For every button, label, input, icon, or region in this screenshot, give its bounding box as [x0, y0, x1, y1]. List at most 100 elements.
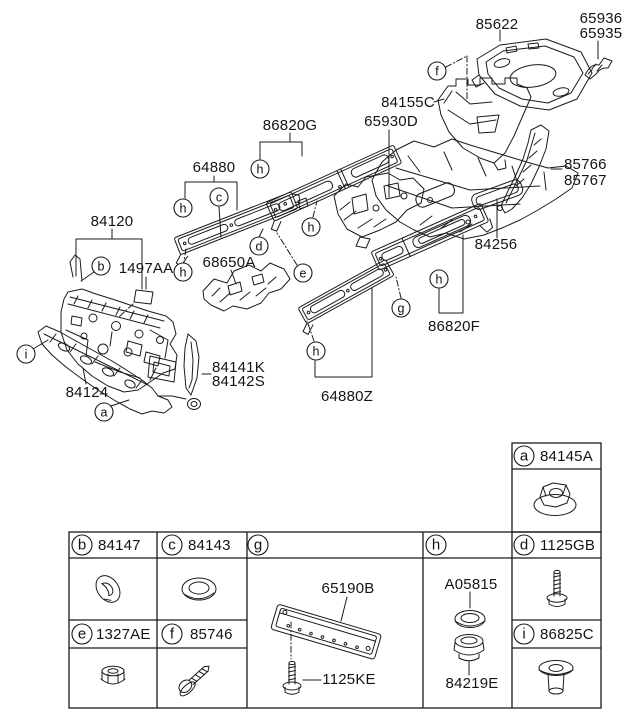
svg-text:b: b: [78, 537, 86, 554]
table-cell-a-header: a 84145A: [513, 445, 593, 467]
table-part-84147: 84147: [98, 537, 141, 554]
svg-text:e: e: [300, 267, 307, 281]
part-label-84142S: 84142S: [212, 373, 265, 390]
svg-text:a: a: [101, 406, 108, 420]
callout-i: i: [16, 344, 36, 364]
part-label-85767: 85767: [564, 172, 607, 189]
table-part-A05815: A05815: [445, 576, 498, 593]
part-label-85766: 85766: [564, 156, 607, 173]
part-label-68650A: 68650A: [203, 254, 256, 271]
package-tray-part-85622: [471, 38, 593, 111]
svg-text:f: f: [170, 626, 175, 643]
svg-text:f: f: [435, 65, 439, 79]
table-headers: a 84145A b 84147 c 84143 g h d 1125GB e …: [71, 445, 595, 645]
table-cell-h-header: h: [425, 534, 447, 556]
callout-h-86820F: h: [429, 269, 449, 289]
table-part-85746: 85746: [190, 626, 233, 643]
table-cell-c-header: c 84143: [161, 534, 231, 556]
svg-text:c: c: [168, 537, 176, 554]
under-cover-part-64880: [174, 191, 301, 267]
table-part-84145A: 84145A: [540, 448, 593, 465]
washer-icon: [454, 591, 486, 628]
table-part-84143: 84143: [188, 537, 231, 554]
callout-e: e: [293, 263, 313, 283]
table-part-86825C: 86825C: [540, 626, 594, 643]
callout-a: a: [94, 402, 114, 422]
part-label-64880Z: 64880Z: [321, 388, 373, 405]
small-nut-icon: [100, 665, 126, 685]
part-label-84141K: 84141K: [212, 359, 265, 376]
svg-text:h: h: [432, 537, 440, 554]
under-cover-part-86820G: [266, 145, 402, 232]
part-label-86820F: 86820F: [428, 318, 480, 335]
leader-lines: [32, 29, 599, 407]
table-part-1327AE: 1327AE: [96, 626, 151, 643]
table-cell-g-header: g: [247, 534, 269, 556]
part-label-86820G: 86820G: [263, 117, 318, 134]
callout-g: g: [391, 298, 411, 318]
grommet-icon: [181, 577, 217, 601]
callout-h-64880: h: [173, 198, 193, 218]
table-cell-i-header: i 86825C: [513, 623, 594, 645]
svg-text:g: g: [398, 302, 405, 316]
svg-text:c: c: [216, 191, 222, 205]
callout-f: f: [427, 61, 447, 81]
screw-icon: [178, 665, 210, 697]
under-cover-part-64880Z: [298, 259, 394, 335]
svg-text:h: h: [257, 163, 264, 177]
svg-text:a: a: [520, 448, 529, 465]
callout-h-64880Z: h: [306, 341, 326, 361]
callout-b: b: [91, 256, 111, 276]
sill-strip-part-85766-85767: [500, 124, 550, 214]
table-part-1125KE: 1125KE: [322, 671, 375, 688]
part-label-84256: 84256: [475, 236, 518, 253]
under-cover-part-86820F: [371, 203, 494, 271]
crossmember-panel-icon: [270, 596, 382, 681]
dash-dot-lines: [118, 55, 468, 342]
svg-text:e: e: [78, 626, 86, 643]
svg-text:d: d: [520, 537, 528, 554]
callout-h-86820G: h: [250, 159, 270, 179]
callout-d: d: [249, 236, 269, 256]
svg-text:h: h: [180, 202, 187, 216]
part-label-65930D: 65930D: [364, 113, 418, 130]
fastener-table-grid: [68, 442, 602, 709]
svg-text:h: h: [436, 273, 443, 287]
table-part-65190B: 65190B: [322, 580, 375, 597]
table-part-1125GB: 1125GB: [540, 537, 595, 554]
callout-h-tip: h: [173, 262, 193, 282]
small-bolt-icon: [282, 660, 302, 695]
part-label-84124: 84124: [66, 384, 109, 401]
callout-c: c: [209, 187, 229, 207]
oval-plug-icon: [95, 575, 121, 603]
svg-text:i: i: [25, 348, 28, 362]
dome-plug-icon: [453, 634, 485, 676]
rear-floor-part-84256: [371, 138, 579, 240]
partition-panel-part-84155C: [437, 77, 532, 171]
table-cell-b-header: b 84147: [71, 534, 141, 556]
table-cell-f-header: f 85746: [161, 623, 233, 645]
svg-text:i: i: [522, 626, 525, 643]
part-label-84155C: 84155C: [381, 94, 435, 111]
insulator-part-84124: [37, 325, 201, 415]
tunnel-protector-part-65930D: [333, 172, 425, 249]
dash-panel-part-84120: [60, 254, 178, 393]
svg-text:b: b: [98, 260, 105, 274]
strip-part-84141K-84142S: [183, 333, 200, 396]
part-label-65936: 65936: [580, 10, 623, 27]
svg-text:h: h: [313, 345, 320, 359]
svg-text:d: d: [256, 240, 263, 254]
svg-text:g: g: [254, 537, 262, 554]
table-part-84219E: 84219E: [446, 675, 499, 692]
table-cell-d-header: d 1125GB: [513, 534, 595, 556]
part-label-1497AA: 1497AA: [119, 260, 174, 277]
part-label-65935: 65935: [580, 25, 623, 42]
callout-h-mid: h: [301, 217, 321, 237]
svg-text:h: h: [308, 221, 315, 235]
flange-nut-icon: [533, 482, 577, 516]
part-label-84120: 84120: [91, 213, 134, 230]
bolt-icon: [546, 569, 568, 607]
part-label-64880: 64880: [193, 159, 236, 176]
